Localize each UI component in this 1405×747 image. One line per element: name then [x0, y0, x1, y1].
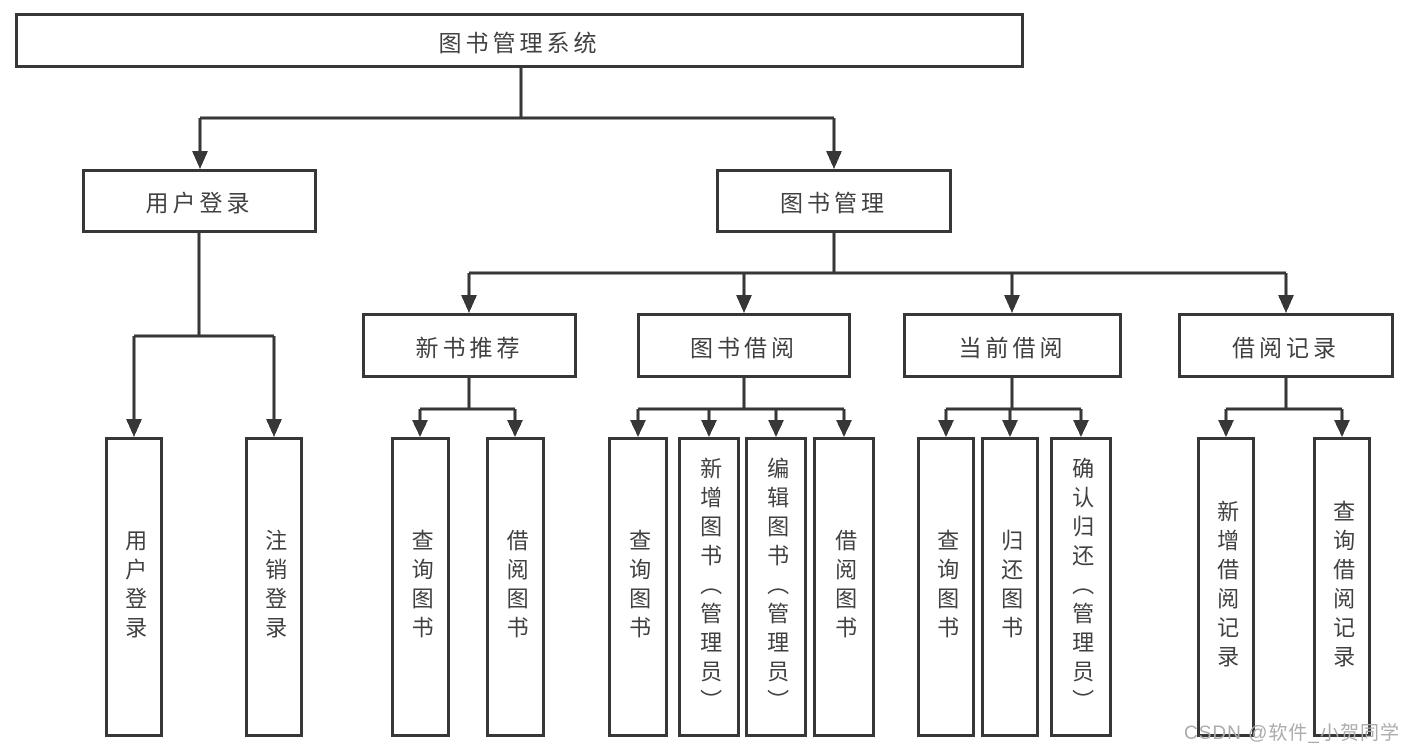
node-borrowing-records: 借阅记录: [1178, 313, 1394, 378]
connector-book-borrowing: [630, 378, 852, 437]
leaf-label: 确认归还（管理员）: [1069, 456, 1095, 718]
leaf-user-login: 用户登录: [105, 437, 163, 737]
leaf-label: 注销登录: [262, 529, 288, 645]
connector-current-borrowing: [938, 378, 1089, 437]
arrowhead-icon: [1334, 420, 1350, 437]
leaf-label: 查询借阅记录: [1330, 500, 1356, 674]
leaf-logout: 注销登录: [245, 437, 303, 737]
leaf-edit-books-admin: 编辑图书（管理员）: [745, 437, 807, 737]
leaf-borrow-books-recommend: 借阅图书: [486, 437, 545, 737]
leaf-label: 借阅图书: [832, 529, 858, 645]
leaf-label: 新增图书（管理员）: [697, 456, 723, 718]
arrowhead-icon: [701, 420, 717, 437]
leaf-label: 查询图书: [934, 529, 960, 645]
arrowhead-icon: [461, 295, 477, 313]
arrowhead-icon: [736, 295, 752, 313]
connector-user-login: [126, 233, 282, 437]
arrowhead-icon: [1002, 420, 1018, 437]
arrowhead-icon: [768, 420, 784, 437]
arrowhead-icon: [412, 420, 428, 437]
arrowhead-icon: [1278, 295, 1294, 313]
node-library-management-system: 图书管理系统: [15, 13, 1024, 68]
connector-new-book-recommendation: [412, 378, 523, 437]
connector-borrowing-records: [1218, 378, 1350, 437]
csdn-watermark: CSDN @软件_小贺同学: [1184, 723, 1400, 744]
leaf-query-books-borrowing: 查询图书: [608, 437, 668, 737]
leaf-add-books-admin: 新增图书（管理员）: [678, 437, 740, 737]
leaf-label: 查询图书: [626, 529, 652, 645]
leaf-label: 归还图书: [998, 529, 1024, 645]
leaf-label: 编辑图书（管理员）: [764, 456, 790, 718]
arrowhead-icon: [826, 151, 842, 169]
leaf-label: 新增借阅记录: [1214, 500, 1240, 674]
node-book-borrowing: 图书借阅: [637, 313, 851, 378]
arrowhead-icon: [1004, 295, 1020, 313]
node-user-login: 用户登录: [82, 169, 317, 233]
node-current-borrowing: 当前借阅: [903, 313, 1122, 378]
connector-root: [192, 68, 842, 169]
connector-book-management: [461, 233, 1294, 313]
node-new-book-recommendation: 新书推荐: [362, 313, 577, 378]
arrowhead-icon: [126, 419, 142, 437]
leaf-borrow-books: 借阅图书: [813, 437, 875, 737]
leaf-label: 用户登录: [122, 529, 148, 645]
arrowhead-icon: [507, 420, 523, 437]
leaf-query-books-recommend: 查询图书: [391, 437, 450, 737]
arrowhead-icon: [1218, 420, 1234, 437]
leaf-confirm-return-admin: 确认归还（管理员）: [1050, 437, 1112, 737]
arrowhead-icon: [938, 420, 954, 437]
arrowhead-icon: [836, 420, 852, 437]
arrowhead-icon: [1073, 420, 1089, 437]
arrowhead-icon: [192, 151, 208, 169]
leaf-add-borrowing-record: 新增借阅记录: [1197, 437, 1255, 737]
leaf-query-borrowing-record: 查询借阅记录: [1313, 437, 1371, 737]
node-book-management: 图书管理: [716, 169, 952, 233]
leaf-query-books-current: 查询图书: [917, 437, 975, 737]
leaf-label: 借阅图书: [503, 529, 529, 645]
leaf-label: 查询图书: [408, 529, 434, 645]
arrowhead-icon: [630, 420, 646, 437]
arrowhead-icon: [266, 419, 282, 437]
leaf-return-books: 归还图书: [981, 437, 1039, 737]
